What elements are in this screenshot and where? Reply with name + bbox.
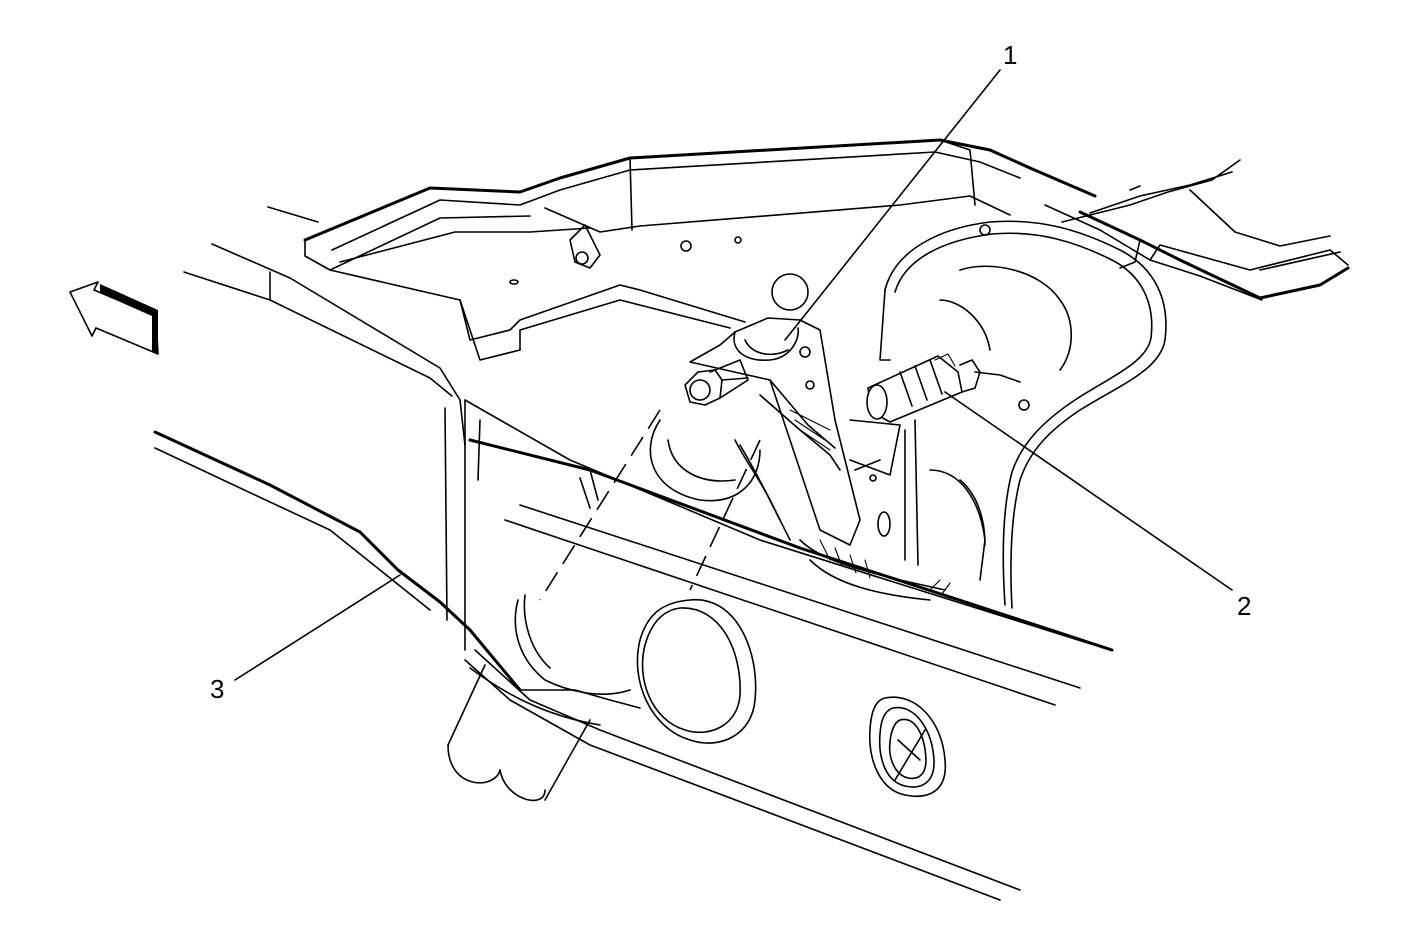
right-side-structure — [1044, 159, 1350, 301]
leader-line-2 — [944, 391, 1233, 591]
callout-1: 1 — [1003, 40, 1017, 70]
wiring-connector — [866, 353, 1021, 423]
leader-line-3 — [234, 574, 401, 681]
sensor-assembly — [649, 317, 901, 546]
callout-3: 3 — [210, 674, 224, 704]
hidden-lines — [539, 409, 761, 601]
leader-line-1 — [784, 69, 1001, 341]
callout-2: 2 — [1237, 591, 1251, 621]
lower-tube — [447, 594, 631, 802]
callout-leaders — [234, 69, 1233, 681]
tank-shield — [799, 220, 1167, 609]
frame-rail — [153, 243, 1114, 901]
callout-labels: 1 2 3 — [210, 40, 1251, 704]
frame-holes — [636, 599, 947, 797]
forward-direction-arrow-icon — [69, 281, 159, 355]
crossmember — [267, 138, 1097, 361]
